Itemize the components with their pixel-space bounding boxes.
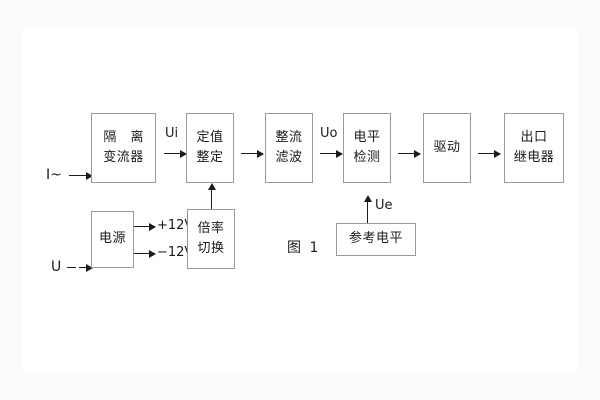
figure-caption: 图 1 [287,240,321,256]
arrow-level-to-driver [398,149,421,158]
block-setting-value-line2: 整定 [196,150,224,165]
block-rectifier-filter-line1: 整流 [275,129,303,145]
block-output-relay[interactable]: 出口 继电器 [504,113,564,183]
arrow-rectifier-to-level [320,149,343,158]
block-driver-line1: 驱动 [433,139,461,155]
signal-label-uo: Uo [320,126,338,141]
arrow-voltage-to-power [79,263,93,272]
block-isolation-transformer[interactable]: 隔 离 变流器 [91,113,156,183]
block-power-supply-line1: 电源 [98,231,126,247]
label-supply-positive: +12V [157,218,194,233]
block-setting-value[interactable]: 定值 整定 [186,113,234,183]
block-rectifier-filter-line2: 滤波 [275,150,303,165]
block-multiplier-switch[interactable]: 倍率 切换 [187,209,235,269]
label-supply-negative: −12V [157,245,194,260]
block-level-detection[interactable]: 电平 检测 [343,113,391,183]
block-level-detection-line1: 电平 [353,129,381,145]
lead-voltage-dash [67,267,76,268]
arrow-isolation-to-setting [164,149,187,158]
block-power-supply[interactable]: 电源 [91,211,134,268]
arrow-supply-positive [134,222,156,231]
block-rectifier-filter[interactable]: 整流 滤波 [265,113,313,183]
block-output-relay-line2: 继电器 [513,150,555,165]
arrow-reference-to-level [363,195,372,223]
arrow-current-to-isolation [69,171,93,180]
block-multiplier-switch-line2: 切换 [197,241,225,256]
arrow-multiplier-to-setting [207,183,216,209]
input-label-current: I~ [46,167,62,183]
input-label-voltage: U [51,259,62,275]
block-setting-value-line1: 定值 [196,129,224,145]
arrow-driver-to-relay [478,149,501,158]
block-isolation-transformer-line2: 变流器 [103,150,144,165]
block-output-relay-line1: 出口 [520,129,548,145]
block-driver[interactable]: 驱动 [423,113,471,183]
signal-label-ui: Ui [165,126,179,141]
block-reference-level[interactable]: 参考电平 [336,223,416,256]
diagram-paper: I~ 隔 离 变流器 Ui 定值 整定 整流 滤波 Uo 电平 检测 [22,28,578,372]
arrow-supply-negative [134,249,156,258]
block-isolation-transformer-line1: 隔 离 [103,129,149,145]
block-reference-level-line1: 参考电平 [348,231,403,247]
block-multiplier-switch-line1: 倍率 [197,220,225,236]
block-level-detection-line2: 检测 [353,150,381,165]
arrow-setting-to-rectifier [241,149,264,158]
signal-label-ue: Ue [375,198,393,213]
